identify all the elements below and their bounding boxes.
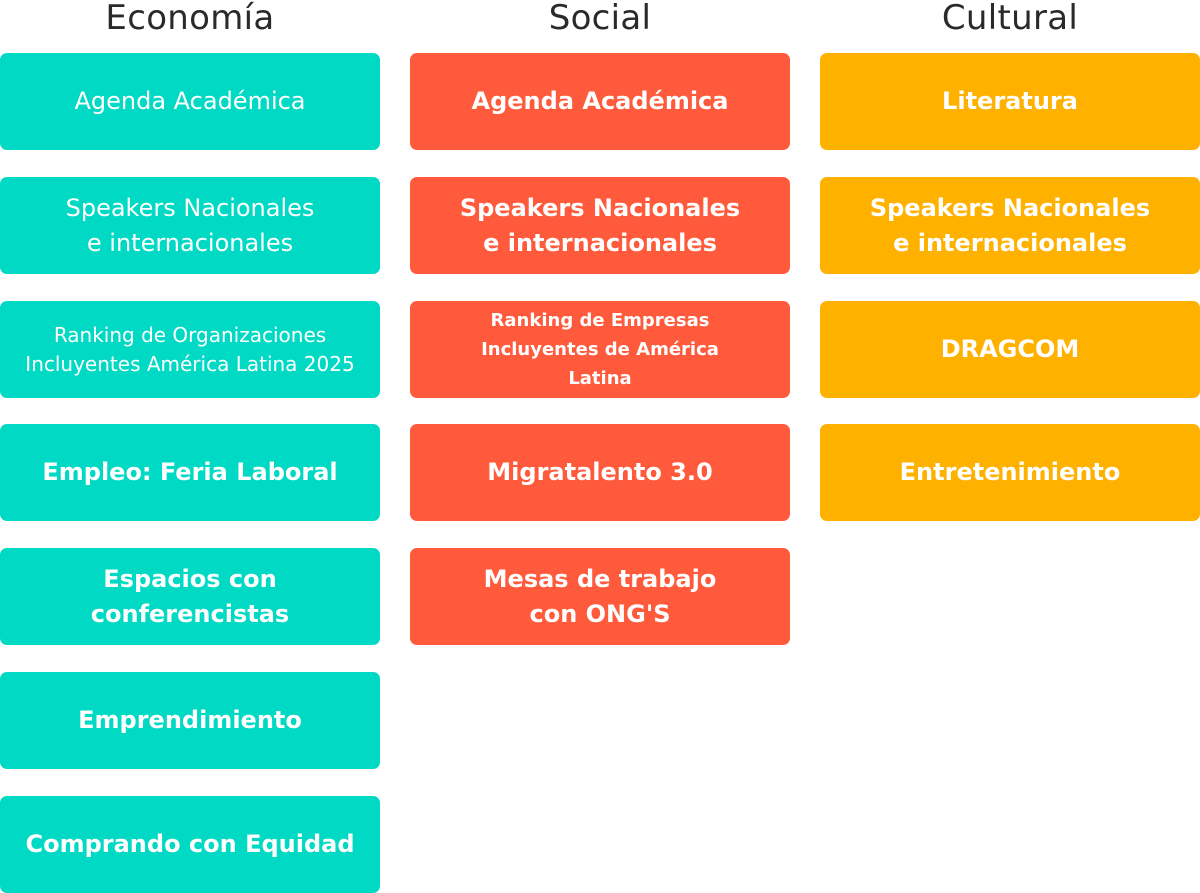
card-economia-emprendimiento[interactable]: Emprendimiento: [0, 672, 380, 769]
column-heading-cultural: Cultural: [941, 0, 1079, 38]
card-economia-espacios[interactable]: Espacios con conferencistas: [0, 548, 380, 645]
column-social: Social Agenda Académica Speakers Naciona…: [410, 0, 790, 645]
card-label: Speakers Nacionales e internacionales: [65, 193, 315, 257]
card-cultural-entretenimiento[interactable]: Entretenimiento: [820, 424, 1200, 521]
column-economia: Economía Agenda Académica Speakers Nacio…: [0, 0, 380, 893]
card-label: Mesas de trabajo con ONG'S: [483, 564, 717, 628]
card-label: Ranking de Empresas Incluyentes de Améri…: [481, 310, 719, 389]
card-label: Agenda Académica: [74, 87, 306, 115]
card-label: Entretenimiento: [899, 458, 1121, 486]
card-label: Migratalento 3.0: [487, 458, 713, 486]
card-cultural-speakers[interactable]: Speakers Nacionales e internacionales: [820, 177, 1200, 274]
card-label: Ranking de Organizaciones Incluyentes Am…: [25, 322, 355, 376]
card-economia-comprando[interactable]: Comprando con Equidad: [0, 796, 380, 893]
card-cultural-literatura[interactable]: Literatura: [820, 53, 1200, 150]
card-label: DRAGCOM: [940, 335, 1080, 363]
card-label: Speakers Nacionales e internacionales: [869, 193, 1151, 257]
card-label: Comprando con Equidad: [25, 830, 355, 858]
card-label: Espacios con conferencistas: [90, 564, 290, 628]
card-economia-ranking[interactable]: Ranking de Organizaciones Incluyentes Am…: [0, 301, 380, 398]
card-social-agenda-academica[interactable]: Agenda Académica: [410, 53, 790, 150]
column-cultural: Cultural Literatura Speakers Nacionales …: [820, 0, 1200, 521]
card-economia-speakers[interactable]: Speakers Nacionales e internacionales: [0, 177, 380, 274]
card-label: Literatura: [942, 87, 1078, 115]
card-social-migratalento[interactable]: Migratalento 3.0: [410, 424, 790, 521]
card-label: Empleo: Feria Laboral: [42, 458, 338, 486]
card-cultural-dragcom[interactable]: DRAGCOM: [820, 301, 1200, 398]
column-heading-economia: Economía: [105, 0, 275, 38]
card-label: Agenda Académica: [471, 87, 729, 115]
card-social-ranking[interactable]: Ranking de Empresas Incluyentes de Améri…: [410, 301, 790, 398]
card-label: Emprendimiento: [78, 706, 302, 734]
card-social-mesas[interactable]: Mesas de trabajo con ONG'S: [410, 548, 790, 645]
card-economia-agenda-academica[interactable]: Agenda Académica: [0, 53, 380, 150]
card-social-speakers[interactable]: Speakers Nacionales e internacionales: [410, 177, 790, 274]
card-economia-empleo[interactable]: Empleo: Feria Laboral: [0, 424, 380, 521]
card-label: Speakers Nacionales e internacionales: [459, 193, 741, 257]
column-heading-social: Social: [548, 0, 652, 38]
